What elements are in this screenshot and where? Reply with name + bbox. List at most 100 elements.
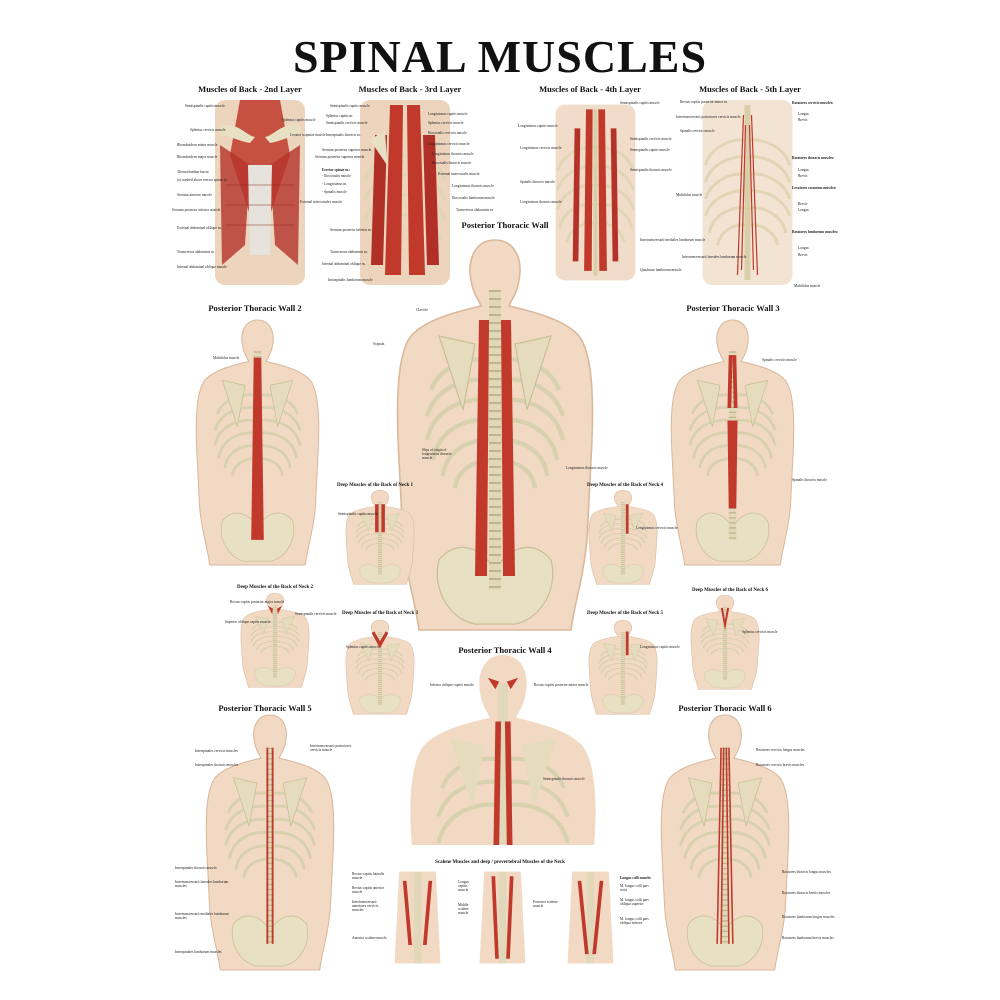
label: Rectus capitis lateralis muscle	[352, 872, 385, 881]
deep-neck-1-figure	[345, 490, 415, 585]
label: Internal abdominal oblique m.	[322, 262, 366, 266]
label: Rotatores cervicis longus muscles	[756, 748, 805, 752]
panel-title-ptw: Posterior Thoracic Wall	[461, 220, 549, 230]
label: Inferior oblique capitis muscle	[430, 683, 475, 687]
label: Transversus abdominis m.	[177, 250, 215, 254]
panel-title-ptw4: Posterior Thoracic Wall 4	[458, 645, 552, 655]
label: Semispinalis capitis muscle	[620, 101, 660, 105]
label: Splenius cervicis muscle	[190, 128, 226, 132]
label: Longissimus thoracis muscle	[520, 200, 562, 204]
label: Transversus abdominis m.	[456, 208, 494, 212]
label: M. longus colli pars obliqua superior	[620, 898, 649, 907]
label: Rotatores cervicis muscles:	[792, 101, 834, 105]
label: Intraspinalis lumborum muscle	[328, 278, 373, 282]
label: Superior oblique capitis muscle	[225, 620, 271, 624]
label: Iliocostalis thoracis muscle	[432, 161, 472, 165]
label: Scapula	[373, 342, 385, 346]
label: Splenius capitis muscle	[346, 645, 380, 649]
panel-title-ptw6: Posterior Thoracic Wall 6	[678, 703, 772, 713]
label: Rhomboideus major muscle	[177, 155, 218, 159]
label: Longus capitis muscle	[458, 880, 469, 893]
label: Semispinalis capitis muscle	[330, 104, 370, 108]
label: Semispinalis cervicis muscle	[630, 137, 672, 141]
label: Internal abdominal oblique muscle	[177, 265, 227, 269]
panel-title-layer3: Muscles of Back - 3rd Layer	[358, 84, 462, 94]
label: Slips of origin of longissimus thoracis …	[422, 448, 452, 461]
label: Posterior scalene muscle	[533, 900, 558, 909]
label: Semispinalis capitis muscle	[338, 512, 378, 516]
label: Iliocostalis cervicis muscle	[428, 131, 467, 135]
label: Multifidus muscle	[794, 284, 821, 288]
label: Serratus anterior muscle	[177, 193, 212, 197]
panel-title-layer2: Muscles of Back - 2nd Layer	[198, 84, 302, 94]
label: External intercostalis muscle	[438, 172, 480, 176]
panel-title-neck3: Deep Muscles of the Back of Neck 3	[342, 611, 418, 616]
label: Levatores costarum muscles:	[792, 186, 837, 190]
label: Brevis	[798, 174, 808, 178]
label: Brevis	[798, 202, 808, 206]
back-layer5-figure	[702, 100, 793, 285]
panel-title-ptw5: Posterior Thoracic Wall 5	[218, 703, 312, 713]
posterior-thoracic-wall-3-figure	[655, 320, 810, 565]
label: Rotatores thoracis brevis muscles	[782, 891, 831, 895]
label: Transversus abdominis m.	[330, 250, 368, 254]
panel-title-neck5: Deep Muscles of the Back of Neck 5	[587, 611, 663, 616]
label: Interspinales thoracis muscle	[175, 866, 217, 870]
scalene-figure-2	[479, 871, 526, 964]
label: Longissimus thoracis muscle	[566, 466, 608, 470]
label: Rotatores cervicis brevis muscles	[756, 763, 805, 767]
label: Spinalis thoracis muscle	[792, 478, 827, 482]
scalene-figure-1	[394, 871, 441, 964]
label: Rectus capitis posterior minor m.	[680, 100, 728, 104]
panel-title-scalene: Scalene Muscles and deep / prevertebral …	[435, 860, 565, 865]
label: Intertransversarii mediales lumborum mus…	[640, 238, 706, 242]
label: Rectus capitis posterior major muscle	[230, 600, 285, 604]
posterior-thoracic-wall-5-figure	[190, 715, 350, 970]
label: Rotatores lumborum longus muscles	[782, 915, 835, 919]
panel-title-neck6: Deep Muscles of the Back of Neck 6	[692, 588, 768, 593]
deep-neck-5-figure	[588, 620, 658, 715]
label: - Iliocostalis muscle	[322, 174, 351, 178]
label: Multifidus muscle	[213, 356, 240, 360]
label: Brevis	[798, 118, 808, 122]
scalene-figure-3	[567, 871, 614, 964]
label: Interspinales cervicis muscles	[195, 749, 238, 753]
panel-title-ptw3: Posterior Thoracic Wall 3	[686, 303, 780, 313]
label: Interspinalis thoracis m.	[326, 133, 361, 137]
label: Interspinales thoracis muscles	[195, 763, 239, 767]
deep-neck-4-figure	[588, 490, 658, 585]
panel-title-neck2: Deep Muscles of the Back of Neck 2	[237, 585, 313, 590]
label: Longus	[798, 208, 809, 212]
label: - Longissimus m.	[322, 182, 348, 186]
label: Intertransversarii anteriores cervicis m…	[352, 900, 379, 913]
label: Longus	[798, 246, 809, 250]
label: Clavicle	[416, 308, 428, 312]
label: Rotatores lumborum muscles:	[792, 230, 839, 234]
poster-title: SPINAL MUSCLES	[292, 31, 708, 82]
panel-title-layer5: Muscles of Back - 5th Layer	[699, 84, 801, 94]
label: Intertransversarii posteriores cervicis …	[310, 744, 352, 753]
back-layer3-figure	[360, 100, 450, 285]
label: Rotatores thoracis muscles:	[792, 156, 835, 160]
label: Anterior scalene muscle	[352, 936, 387, 940]
label: Interspinales lumborum muscles	[175, 950, 222, 954]
label: Quadratus lumborum muscle	[640, 268, 682, 272]
label: Thoracolumbar fascia	[177, 170, 209, 174]
label: M. longus colli pars recta	[620, 884, 649, 893]
label: Serratus posterior superior muscle	[322, 148, 372, 152]
back-layer2-figure	[215, 100, 305, 285]
deep-neck-2-figure	[240, 593, 310, 688]
label: Semispinalis thoracis muscle	[630, 168, 672, 172]
back-layer4-figure	[555, 104, 636, 281]
label: Intertransversarii mediales lumborum mus…	[175, 912, 230, 921]
label: Intertransversarii laterales lumborum mu…	[682, 255, 747, 259]
label: Rotatores thoracis longus muscles	[782, 870, 832, 874]
label: (a) washed above erector spinae m.	[177, 178, 228, 182]
label: Semispinalis capitis muscle	[185, 104, 225, 108]
label: Spinalis cervicis muscle	[762, 358, 797, 362]
label: Longissimus capitis muscle	[518, 124, 558, 128]
label: Serratus posterior inferior m.	[330, 228, 372, 232]
label: Rectus capitis anterior muscle	[352, 886, 385, 895]
deep-neck-6-figure	[690, 595, 760, 690]
label: Longissimus cervicis muscle	[520, 146, 562, 150]
